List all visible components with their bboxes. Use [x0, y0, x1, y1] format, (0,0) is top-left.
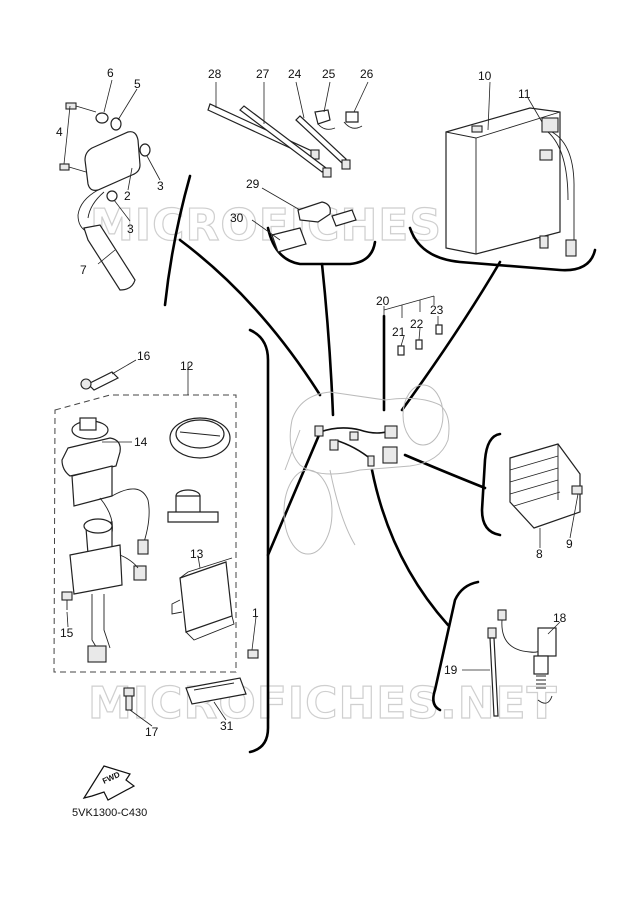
screw-15: [61, 591, 73, 610]
link-sensor: [370, 468, 450, 627]
callout-10: 10: [478, 69, 492, 83]
callout-3-upper: 3: [157, 179, 164, 193]
callout-11: 11: [518, 87, 531, 101]
brace-ignition-coil: [163, 174, 192, 307]
control-unit-13: [171, 557, 235, 641]
callout-18: 18: [553, 611, 567, 625]
link-rectifier: [403, 453, 487, 490]
diagram-code: 5VK1300-C430: [72, 807, 147, 819]
callout-31: 31: [220, 719, 234, 733]
callout-3-lower: 3: [127, 222, 134, 236]
callout-19: 19: [444, 663, 458, 677]
fuse-22: [415, 339, 423, 350]
callout-5: 5: [134, 77, 141, 91]
fwd-arrow: FWD: [82, 765, 136, 801]
ignition-coil: [77, 131, 151, 291]
callout-14: 14: [134, 435, 148, 449]
callout-1: 1: [252, 606, 259, 620]
brace-main-switch: [248, 328, 270, 754]
cover-31: [185, 677, 247, 705]
cable-tie-27-head: [322, 167, 332, 178]
cable-tie-24-head: [341, 159, 351, 170]
seat-lock: [167, 489, 219, 523]
callout-26: 26: [360, 67, 374, 81]
grommet-5: [110, 117, 122, 131]
callout-28: 28: [208, 67, 222, 81]
motorcycle-outline: [283, 384, 450, 555]
callout-24: 24: [288, 67, 302, 81]
link-ties: [320, 262, 335, 417]
callout-4: 4: [56, 125, 63, 139]
callout-29: 29: [246, 177, 260, 191]
leader-lines: [63, 79, 579, 727]
callout-16: 16: [137, 349, 151, 363]
cable-tie-24: [295, 115, 347, 164]
watermark-bottom: MICROFICHES.NET: [88, 678, 558, 729]
holder-30: [271, 227, 307, 253]
screw-1: [247, 649, 259, 659]
callout-23: 23: [430, 303, 444, 317]
main-switch-set-box: [53, 394, 237, 673]
cable-tie-27: [239, 105, 327, 173]
bolt-17: [123, 687, 135, 711]
wire-harness-on-bike: [314, 425, 398, 467]
callout-25: 25: [322, 67, 336, 81]
callout-12: 12: [180, 359, 194, 373]
brace-battery: [408, 226, 597, 272]
cover-29: [297, 201, 331, 223]
link-battery: [400, 260, 502, 412]
link-switch: [266, 426, 324, 557]
brace-ties: [266, 226, 377, 266]
battery: [445, 107, 561, 255]
callout-27: 27: [256, 67, 270, 81]
bolt-4-lower: [59, 163, 87, 173]
fuse-21: [397, 345, 405, 356]
fuse-holder-11: [539, 117, 577, 257]
callout-20: 20: [376, 294, 390, 308]
callout-9: 9: [566, 537, 573, 551]
bolt-4-upper: [65, 102, 97, 113]
callout-8: 8: [536, 547, 543, 561]
clamp-26: [343, 111, 363, 129]
collar-6: [95, 112, 109, 124]
callout-13: 13: [190, 547, 204, 561]
brace-sensor: [432, 580, 480, 712]
rectifier-regulator-8: [509, 443, 581, 529]
fuse-group-bracket: [383, 295, 435, 318]
lock-wire: [111, 488, 150, 549]
callout-15: 15: [60, 626, 74, 640]
callout-7: 7: [80, 263, 87, 277]
callout-17: 17: [145, 725, 159, 739]
bolt-9: [571, 485, 583, 495]
fuel-tank-cap: [169, 417, 231, 459]
lock-wire-connector: [137, 539, 149, 555]
callout-21: 21: [392, 325, 406, 339]
callout-30: 30: [230, 211, 244, 225]
key-16: [80, 371, 120, 391]
link-coil: [178, 238, 322, 397]
cable-tie-19: [487, 627, 499, 717]
callout-2: 2: [124, 189, 131, 203]
sensor-18: [497, 609, 557, 704]
main-switch-14: [61, 417, 147, 663]
callout-22: 22: [410, 317, 424, 331]
connector-29: [331, 209, 357, 227]
clamp-25: [314, 109, 336, 130]
callout-6: 6: [107, 66, 114, 80]
fuse-23: [435, 324, 443, 335]
brace-rectifier: [480, 432, 502, 537]
